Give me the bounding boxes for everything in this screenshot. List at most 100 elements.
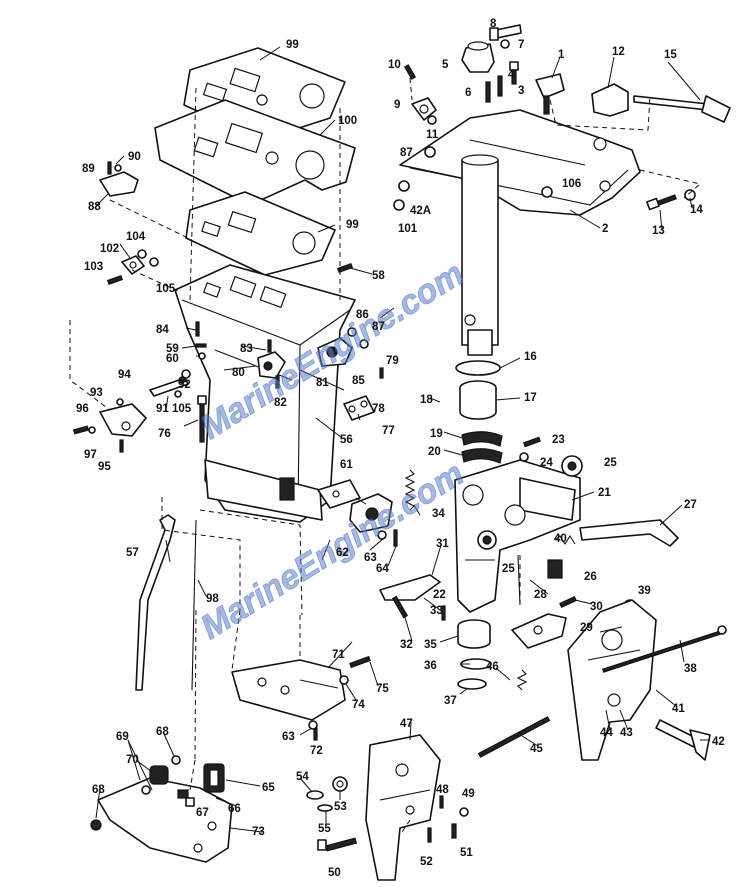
label-59: 59 bbox=[166, 343, 179, 355]
label-11: 11 bbox=[426, 129, 439, 141]
label-34: 34 bbox=[432, 508, 445, 520]
label-72: 72 bbox=[310, 745, 323, 757]
bracket-93 bbox=[99, 403, 147, 437]
washer-11 bbox=[427, 115, 437, 125]
screw-75 bbox=[349, 655, 371, 669]
screw-72 bbox=[313, 727, 318, 741]
label-48: 48 bbox=[436, 784, 449, 796]
label-42a: 42A bbox=[410, 205, 431, 217]
label-3: 3 bbox=[518, 85, 524, 97]
bushing-53 bbox=[332, 776, 348, 792]
lever-91 bbox=[149, 376, 189, 397]
nut-87b bbox=[359, 339, 369, 349]
plate-78 bbox=[343, 395, 375, 421]
label-31: 31 bbox=[436, 538, 449, 550]
label-84: 84 bbox=[156, 324, 169, 336]
label-15: 15 bbox=[664, 49, 677, 61]
label-88: 88 bbox=[88, 201, 101, 213]
label-55: 55 bbox=[318, 823, 331, 835]
washer-94 bbox=[116, 398, 124, 406]
bracket-88 bbox=[99, 171, 139, 197]
label-42: 42 bbox=[712, 736, 725, 748]
label-74: 74 bbox=[352, 699, 365, 711]
plate-61 bbox=[317, 479, 361, 509]
clamp-9 bbox=[411, 97, 437, 121]
swivel-bracket-21 bbox=[454, 459, 581, 613]
label-6: 6 bbox=[465, 87, 471, 99]
label-51: 51 bbox=[460, 847, 473, 859]
washer-69 bbox=[141, 785, 151, 795]
screw-84 bbox=[195, 321, 200, 337]
screw-52 bbox=[427, 827, 432, 843]
knob-25b bbox=[477, 530, 497, 550]
label-45: 45 bbox=[530, 743, 543, 755]
label-27: 27 bbox=[684, 499, 697, 511]
screw-10 bbox=[403, 64, 417, 80]
label-2: 2 bbox=[602, 223, 608, 235]
label-104: 104 bbox=[126, 231, 146, 243]
gearcase-47 bbox=[365, 734, 441, 881]
shaft-33 bbox=[391, 595, 409, 619]
label-99a: 99 bbox=[286, 39, 299, 51]
screw-83 bbox=[267, 339, 272, 353]
label-63b: 63 bbox=[282, 731, 295, 743]
washer-104 bbox=[137, 249, 147, 259]
label-86: 86 bbox=[356, 309, 369, 321]
label-73: 73 bbox=[252, 826, 265, 838]
cover-71 bbox=[231, 659, 346, 721]
washer-68a bbox=[171, 755, 181, 765]
label-81: 81 bbox=[316, 377, 329, 389]
rod-98 bbox=[191, 519, 197, 691]
bracket-12 bbox=[591, 83, 629, 117]
label-32: 32 bbox=[400, 639, 413, 651]
label-38: 38 bbox=[684, 663, 697, 675]
tiller-rod-15 bbox=[633, 95, 731, 123]
label-99b: 99 bbox=[346, 219, 359, 231]
label-87b: 87 bbox=[372, 321, 385, 333]
label-46: 46 bbox=[486, 661, 499, 673]
label-22: 22 bbox=[433, 589, 446, 601]
friction-screw-1 bbox=[535, 73, 565, 115]
pin-58 bbox=[336, 262, 354, 274]
label-18: 18 bbox=[420, 394, 433, 406]
washer-105b bbox=[174, 390, 182, 398]
label-44: 44 bbox=[600, 727, 613, 739]
label-68b: 68 bbox=[92, 784, 105, 796]
label-68a: 68 bbox=[156, 726, 169, 738]
knob-68b bbox=[90, 819, 102, 831]
nut-101 bbox=[393, 199, 405, 211]
label-8: 8 bbox=[490, 18, 497, 30]
label-102: 102 bbox=[100, 243, 119, 255]
screw-103 bbox=[106, 274, 124, 286]
label-62: 62 bbox=[336, 547, 349, 559]
thru-bolt-38 bbox=[601, 625, 727, 673]
label-76: 76 bbox=[158, 428, 171, 440]
label-75: 75 bbox=[376, 683, 389, 695]
gasket-99-lower bbox=[185, 191, 336, 276]
plug-26 bbox=[547, 559, 563, 579]
label-7: 7 bbox=[518, 39, 524, 51]
label-98: 98 bbox=[206, 593, 219, 605]
label-53: 53 bbox=[334, 801, 347, 813]
nut-42a bbox=[398, 180, 410, 192]
throttle-pinion-5 bbox=[461, 41, 495, 73]
label-60: 60 bbox=[166, 353, 179, 365]
label-24: 24 bbox=[540, 457, 553, 469]
label-25a: 25 bbox=[604, 457, 617, 469]
liner-19 bbox=[461, 431, 503, 447]
label-9: 9 bbox=[394, 99, 400, 111]
washer-74 bbox=[339, 675, 349, 685]
label-23: 23 bbox=[552, 434, 565, 446]
label-106: 106 bbox=[562, 178, 581, 190]
label-52: 52 bbox=[420, 856, 433, 868]
nut-105a bbox=[149, 257, 159, 267]
label-43: 43 bbox=[620, 727, 633, 739]
label-47: 47 bbox=[400, 718, 413, 730]
label-57: 57 bbox=[126, 547, 139, 559]
nut-63b bbox=[308, 720, 318, 730]
ring-16 bbox=[455, 360, 501, 376]
tilt-lever-31 bbox=[379, 574, 441, 601]
label-87a: 87 bbox=[400, 147, 413, 159]
swivel-bracket-2 bbox=[399, 109, 641, 216]
